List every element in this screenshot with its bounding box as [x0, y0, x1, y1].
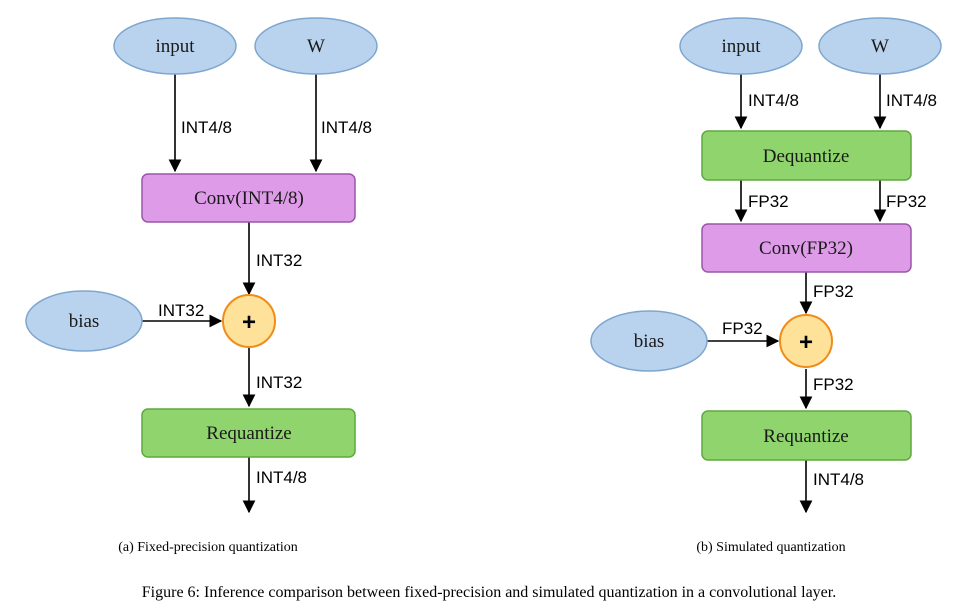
node-b-bias-label: bias: [634, 331, 665, 352]
panel-b: INT4/8 INT4/8 FP32 FP32 FP32 FP32 FP32 I…: [590, 17, 942, 555]
node-a-add-symbol: +: [242, 309, 256, 336]
node-b-bias: [590, 310, 708, 372]
edge-label-b-requantize-out: INT4/8: [813, 470, 864, 489]
edge-label-a-input-conv: INT4/8: [181, 118, 232, 137]
node-a-conv: [141, 173, 356, 223]
node-a-bias-label: bias: [69, 311, 100, 332]
edge-label-a-w-conv: INT4/8: [321, 118, 372, 137]
node-b-add: [779, 314, 833, 368]
edge-label-b-input-dequantize: INT4/8: [748, 91, 799, 110]
node-b-input: [679, 17, 803, 75]
edge-label-b-add-requantize: FP32: [813, 375, 854, 394]
node-a-input: [113, 17, 237, 75]
node-b-conv: [701, 223, 912, 273]
panel-a: INT4/8 INT4/8 INT32 INT32 INT32 INT4/8 i…: [25, 17, 378, 555]
node-b-input-label: input: [721, 36, 761, 57]
edge-label-b-dequantize-conv-left: FP32: [748, 192, 789, 211]
edge-label-a-add-requantize: INT32: [256, 373, 302, 392]
node-b-add-symbol: +: [799, 329, 813, 356]
caption-a: (a) Fixed-precision quantization: [118, 540, 298, 555]
edge-label-b-w-dequantize: INT4/8: [886, 91, 937, 110]
node-a-add: [222, 294, 276, 348]
edge-label-b-bias-add: FP32: [722, 319, 763, 338]
caption-b: (b) Simulated quantization: [696, 540, 845, 555]
node-a-input-label: input: [155, 36, 195, 57]
edge-label-b-dequantize-conv-right: FP32: [886, 192, 927, 211]
node-b-requantize: [701, 410, 912, 461]
node-a-conv-label: Conv(INT4/8): [194, 188, 304, 209]
node-b-w: [818, 17, 942, 75]
node-a-requantize: [141, 408, 356, 458]
edge-label-a-bias-add: INT32: [158, 301, 204, 320]
node-a-w-label: W: [307, 36, 325, 57]
node-a-requantize-label: Requantize: [206, 423, 291, 444]
edge-label-a-requantize-out: INT4/8: [256, 468, 307, 487]
node-a-bias: [25, 290, 143, 352]
node-b-requantize-label: Requantize: [763, 426, 848, 447]
node-a-w: [254, 17, 378, 75]
edge-label-b-conv-add: FP32: [813, 282, 854, 301]
node-b-conv-label: Conv(FP32): [759, 238, 853, 259]
edge-label-a-conv-add: INT32: [256, 251, 302, 270]
node-b-dequantize-label: Dequantize: [763, 146, 850, 167]
node-b-dequantize: [701, 130, 912, 181]
figure-caption: Figure 6: Inference comparison between f…: [142, 584, 836, 601]
node-b-w-label: W: [871, 36, 889, 57]
